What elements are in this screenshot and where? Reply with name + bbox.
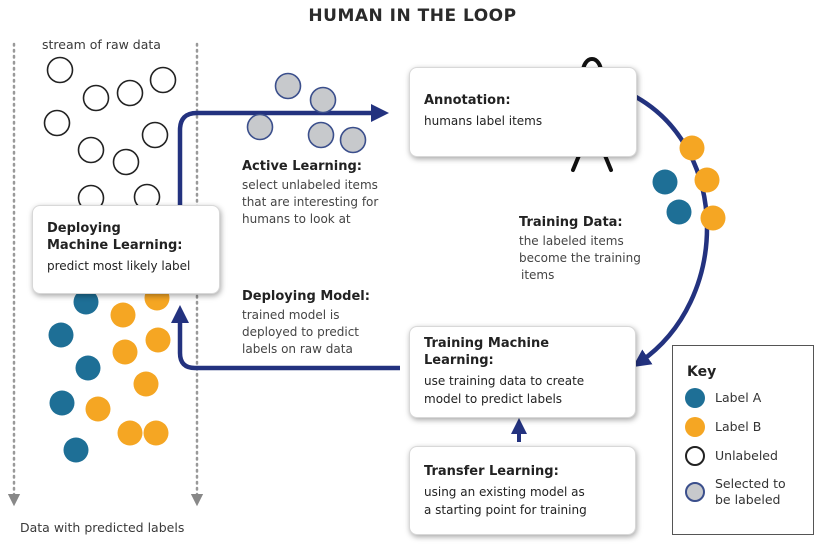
label-b-item [679,135,705,161]
training-data-line: the labeled items [519,234,624,248]
label-b-item [110,302,136,328]
transfer-text-2: a starting point for training [424,503,587,517]
predicted-label: Data with predicted labels [20,520,185,535]
training-ml-heading-2: Learning: [424,353,494,368]
unlabeled-item [43,109,71,137]
annotation-heading: Annotation: [424,93,511,108]
deploying-ml-heading-1: Deploying [47,221,121,236]
label-b-item [85,396,111,422]
label-b-item [112,339,138,365]
label-b-item [700,205,726,231]
transfer-heading: Transfer Learning: [424,464,559,479]
key-item-label: Selected to [715,476,786,491]
label-a-item [49,390,75,416]
label-a-item [63,437,89,463]
unlabeled-item [46,56,74,84]
selected-item [246,113,274,141]
transfer-learning-box: Transfer Learning: using an existing mod… [409,446,636,535]
deploying-ml-text: predict most likely label [47,259,191,273]
deploying-model-caption: Deploying Model: trained model is deploy… [242,288,370,358]
selected-swatch-icon [685,482,705,502]
active-learning-line: humans to look at [242,212,351,226]
training-ml-text-1: use training data to create [424,374,585,388]
label-b-swatch-icon [685,417,705,437]
transfer-text-1: using an existing model as [424,485,585,499]
deploying-ml-box: Deploying Machine Learning: predict most… [32,205,220,294]
key-item-label: Label A [715,390,762,405]
key-item-label-a: Label A [685,388,761,408]
key-heading: Key [687,364,717,380]
training-ml-text-2: model to predict labels [424,392,563,406]
label-b-item [145,327,171,353]
label-a-item [652,169,678,195]
label-b-item [694,167,720,193]
active-learning-line: that are interesting for [242,195,379,209]
active-learning-line: select unlabeled items [242,178,378,192]
key-item-selected: Selected to be labeled [685,476,786,508]
training-ml-heading-1: Training Machine [424,336,550,351]
unlabeled-item [141,121,169,149]
key-item-label-group: Selected to be labeled [715,476,786,508]
label-a-swatch-icon [685,388,705,408]
deploying-ml-heading-2: Machine Learning: [47,238,183,253]
selected-item [307,121,335,149]
annotation-text: humans label items [424,114,543,128]
deploying-model-line: labels on raw data [242,342,353,356]
selected-item [309,86,337,114]
deploying-model-line: trained model is [242,308,340,322]
deploying-model-heading: Deploying Model: [242,289,370,304]
label-b-item [133,371,159,397]
deploying-model-line: deployed to predict [242,325,359,339]
active-learning-heading: Active Learning: [242,159,363,174]
annotation-box: Annotation: humans label items [409,67,637,157]
unlabeled-item [116,79,144,107]
unlabeled-item [112,148,140,176]
label-b-item [143,420,169,446]
diagram-title: HUMAN IN THE LOOP [308,6,517,26]
key-item-unlabeled: Unlabeled [685,446,778,466]
label-b-item [117,420,143,446]
key-item-label-b: Label B [685,417,761,437]
active-learning-arrow [177,104,389,205]
label-a-item [48,322,74,348]
key-item-label: be labeled [715,492,781,507]
label-a-item [73,289,99,315]
unlabeled-item [149,66,177,94]
selected-item [339,126,367,154]
unlabeled-item [82,84,110,112]
training-data-caption: Training Data: the labeled items become … [519,214,641,284]
unlabeled-swatch-icon [685,446,705,466]
selected-item [274,72,302,100]
label-a-item [666,199,692,225]
training-data-heading: Training Data: [519,215,623,230]
key-legend: Key Label A Label B Unlabeled Selected t… [672,345,814,535]
training-data-line: become the training [519,251,641,265]
stream-label: stream of raw data [42,37,161,52]
label-a-item [75,355,101,381]
training-ml-box: Training Machine Learning: use training … [409,326,636,418]
training-data-line: items [521,268,555,282]
active-learning-caption: Active Learning: select unlabeled items … [242,158,378,228]
unlabeled-item [77,136,105,164]
key-item-label: Unlabeled [715,448,778,463]
deploying-model-arrow [171,305,400,371]
key-item-label: Label B [715,419,762,434]
